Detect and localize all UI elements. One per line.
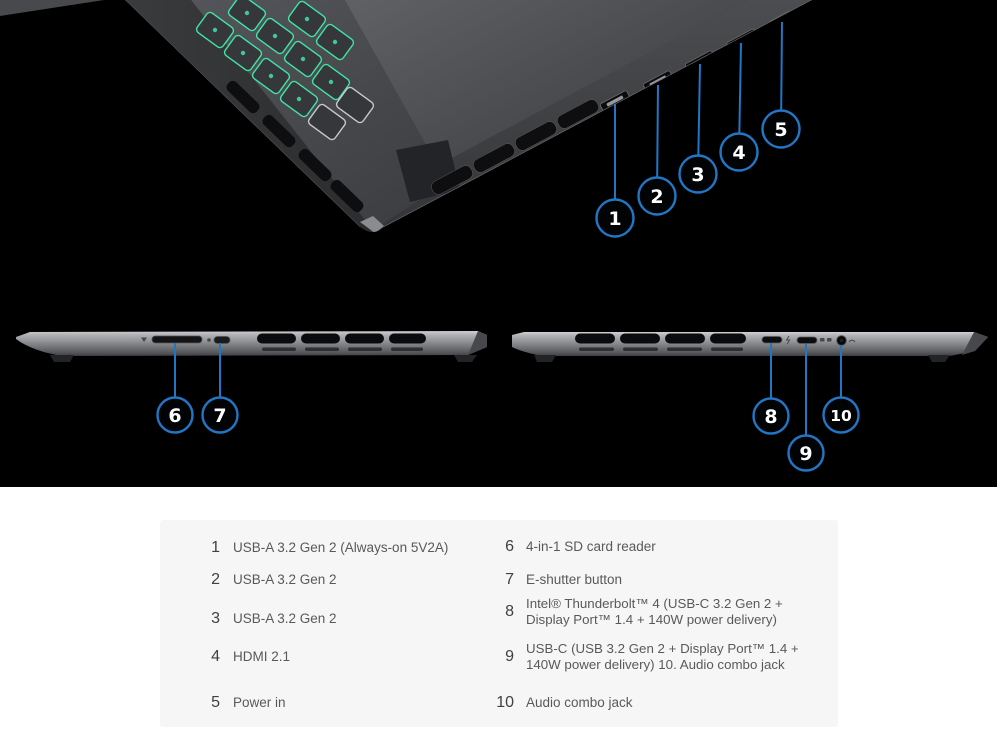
legend-text: USB-C (USB 3.2 Gen 2 + Display Port™ 1.4… <box>526 641 799 672</box>
legend-num: 2 <box>211 571 220 588</box>
callout-label-8: 8 <box>764 406 777 428</box>
legend-num: 1 <box>211 539 220 556</box>
legend-item-6: 6 4-in-1 SD card reader <box>490 538 656 556</box>
ports-legend: 1 USB-A 3.2 Gen 2 (Always-on 5V2A) 2 USB… <box>160 520 838 727</box>
edge-highlight-left <box>124 0 361 228</box>
thunderbolt-icon <box>785 335 791 345</box>
legend-item-4: 4 HDMI 2.1 <box>200 648 290 666</box>
legend-text: Power in <box>233 695 286 710</box>
left-profile-foot-left <box>50 355 74 362</box>
sd-card-slot <box>151 335 203 344</box>
headset-icon <box>848 339 856 343</box>
right-profile-vents-top <box>575 333 746 344</box>
hero-art: 1 2 3 4 5 6 7 8 9 10 <box>0 0 988 472</box>
right-profile-foot-right <box>928 355 950 362</box>
callout-label-7: 7 <box>213 405 226 427</box>
legend-num: 8 <box>505 602 514 620</box>
legend-num: 3 <box>211 610 220 627</box>
left-profile-vents-top <box>257 333 426 344</box>
legend-num: 10 <box>496 694 514 711</box>
backlit-keys <box>195 0 375 141</box>
legend-item-5: 5 Power in <box>200 694 286 712</box>
callout-circles <box>156 109 860 472</box>
callout-label-1: 1 <box>608 208 621 230</box>
legend-item-10: 10 Audio combo jack <box>490 694 633 712</box>
usb-c-port <box>796 336 818 344</box>
callout-label-6: 6 <box>168 405 181 427</box>
legend-num: 7 <box>505 571 514 588</box>
laptop-angled-photo <box>0 0 812 232</box>
legend-num: 6 <box>505 538 514 555</box>
callout-label-9: 9 <box>799 443 812 465</box>
legend-text: USB-A 3.2 Gen 2 <box>233 572 337 587</box>
legend-text: Audio combo jack <box>526 695 633 710</box>
laptop-left-profile <box>16 331 487 362</box>
legend-text: E-shutter button <box>526 572 623 587</box>
e-shutter-icon <box>207 338 211 342</box>
front-corner <box>360 216 384 232</box>
callout-label-10: 10 <box>830 407 852 425</box>
legend-num: 4 <box>211 648 220 665</box>
legend-item-2: 2 USB-A 3.2 Gen 2 <box>200 571 337 589</box>
legend-item-1: 1 USB-A 3.2 Gen 2 (Always-on 5V2A) <box>200 539 448 557</box>
right-profile-foot-left <box>534 355 556 362</box>
legend-text: HDMI 2.1 <box>233 649 291 664</box>
left-side-band <box>125 0 373 232</box>
legend-text: 4-in-1 SD card reader <box>526 539 656 554</box>
laptop-right-profile <box>512 332 988 362</box>
hero-image: 1 2 3 4 5 6 7 8 9 10 <box>0 0 997 487</box>
right-profile-end <box>962 332 988 355</box>
legend-num: 5 <box>211 694 220 711</box>
e-shutter-button <box>213 336 231 344</box>
callouts: 1 2 3 4 5 6 7 8 9 10 <box>156 21 860 472</box>
callout-labels: 1 2 3 4 5 6 7 8 9 10 <box>168 119 852 465</box>
deck-corner-sliver <box>0 0 104 16</box>
callout-label-2: 2 <box>650 186 663 208</box>
legend-num: 9 <box>505 647 514 665</box>
left-profile-vents-bottom <box>262 347 423 351</box>
legend-text: USB-A 3.2 Gen 2 (Always-on 5V2A) <box>233 540 449 555</box>
dp-pd-icons <box>820 338 832 342</box>
callout-label-5: 5 <box>774 119 787 141</box>
right-vents <box>431 99 599 195</box>
legend-item-7: 7 E-shutter button <box>490 571 622 589</box>
left-profile-foot-right <box>454 355 477 362</box>
left-profile-end <box>468 331 487 355</box>
legend-item-9: 9 USB-C (USB 3.2 Gen 2 + Display Port™ 1… <box>490 641 810 672</box>
legend-item-3: 3 USB-A 3.2 Gen 2 <box>200 610 337 628</box>
left-vents <box>226 80 364 213</box>
thunderbolt4-port <box>761 336 783 344</box>
callout-label-3: 3 <box>691 164 704 186</box>
callout-label-4: 4 <box>732 142 745 164</box>
legend-text: USB-A 3.2 Gen 2 <box>233 611 337 626</box>
audio-jack-hole <box>839 338 844 343</box>
legend-text: Intel® Thunderbolt™ 4 (USB-C 3.2 Gen 2 +… <box>526 596 783 627</box>
legend-item-8: 8 Intel® Thunderbolt™ 4 (USB-C 3.2 Gen 2… <box>490 596 810 627</box>
sd-icon <box>141 337 147 342</box>
right-profile-vents-bottom <box>579 347 743 351</box>
